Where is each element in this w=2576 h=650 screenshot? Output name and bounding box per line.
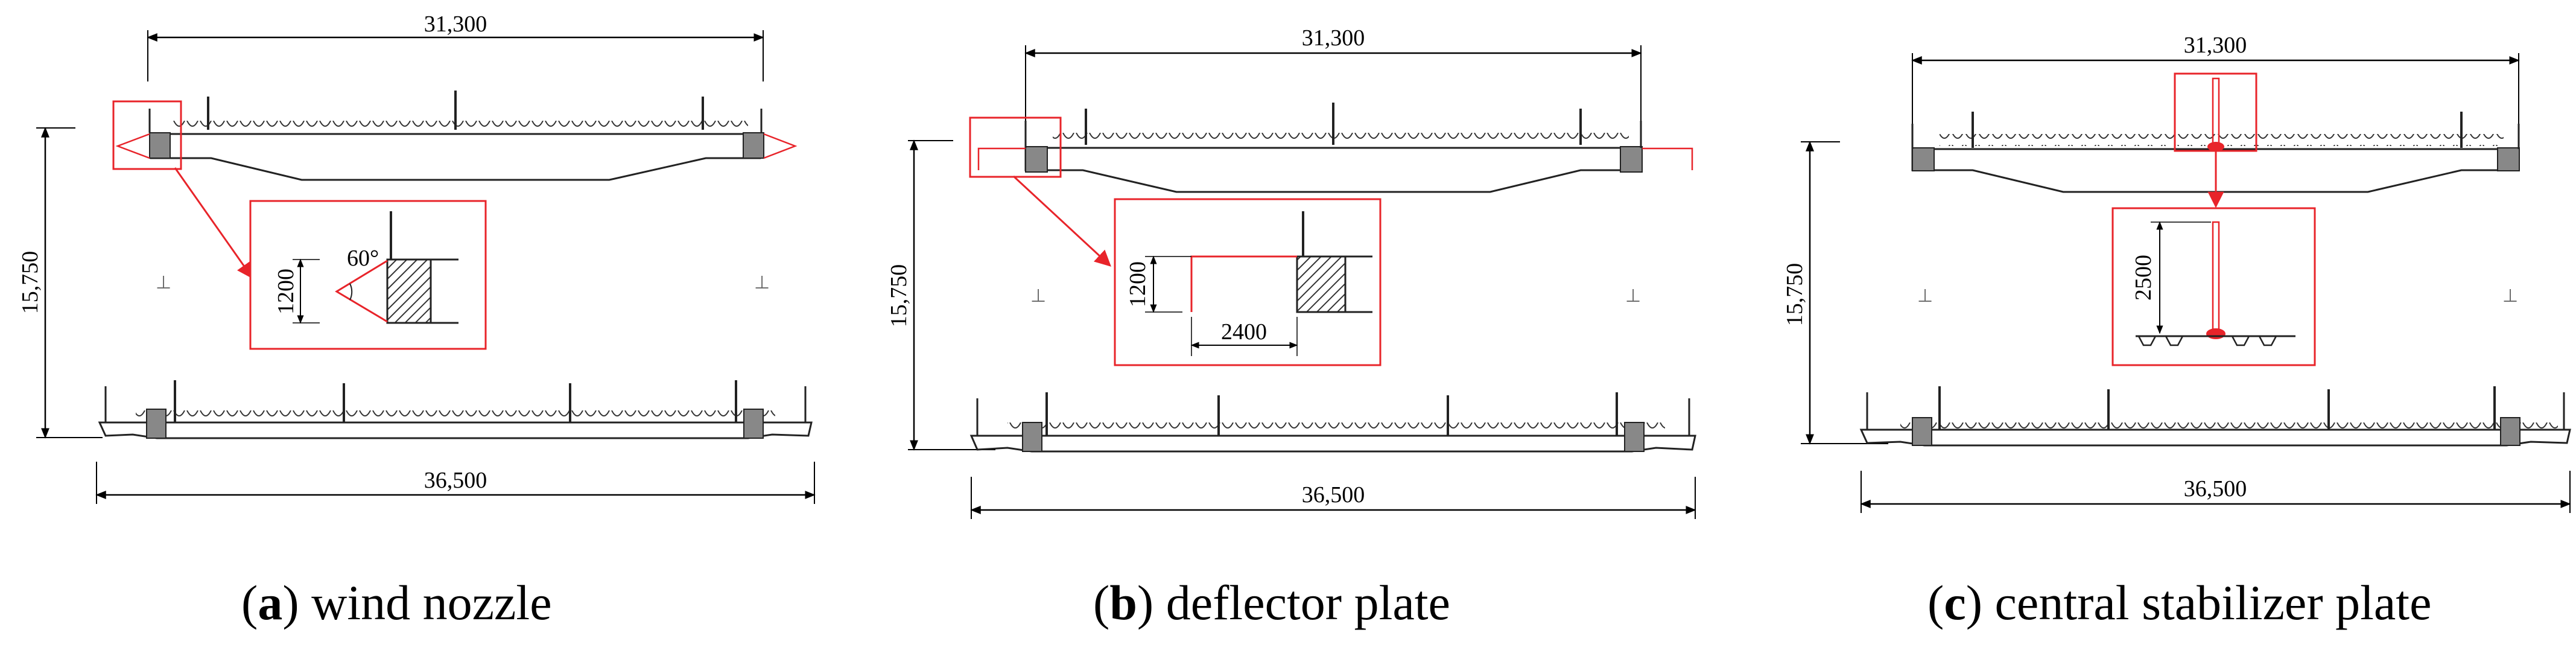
- panel-c-top-width: 31,300: [2184, 33, 2247, 58]
- panel-c-detail: 2500: [2111, 207, 2316, 366]
- panel-b-detail-width: 2400: [1221, 319, 1267, 345]
- panel-c-upper-deck: [1911, 77, 2520, 193]
- svg-text:⊥: ⊥: [1625, 286, 1641, 306]
- panel-c-lower-deck: [1859, 386, 2571, 447]
- panel-b-detail-height: 1200: [1125, 261, 1150, 307]
- panel-a-bottom-width: 36,500: [424, 468, 487, 493]
- caption-b-text: deflector plate: [1166, 575, 1450, 630]
- panel-a: 31,300 15,750 ⊥ ⊥: [17, 11, 816, 504]
- caption-b: (b) deflector plate: [1093, 575, 1450, 630]
- panel-b-top-width: 31,300: [1302, 25, 1365, 51]
- panel-b-bottom-width: 36,500: [1302, 482, 1365, 508]
- svg-text:⊥: ⊥: [156, 273, 171, 293]
- panel-b-height: 15,750: [886, 264, 912, 328]
- panel-a-top-width: 31,300: [424, 11, 487, 37]
- panel-c-detail-height: 2500: [2131, 255, 2156, 301]
- caption-c-letter: c: [1944, 575, 1966, 630]
- panel-c-height: 15,750: [1782, 263, 1807, 327]
- svg-text:⊥: ⊥: [2502, 286, 2518, 306]
- panel-c-bottom-width: 36,500: [2184, 476, 2247, 502]
- panel-a-height: 15,750: [17, 251, 43, 314]
- panel-a-lower-deck: [98, 380, 813, 439]
- panel-b: 31,300 15,750 ⊥ ⊥: [886, 25, 1696, 519]
- caption-b-letter: b: [1109, 575, 1137, 630]
- caption-c-text: central stabilizer plate: [1994, 575, 2432, 630]
- panel-a-upper-deck: [115, 91, 798, 181]
- svg-text:⊥: ⊥: [1030, 286, 1046, 306]
- panel-b-upper-deck: [977, 103, 1693, 193]
- panel-a-detail: 60° 1200: [249, 200, 487, 350]
- caption-a-text: wind nozzle: [311, 575, 552, 630]
- panel-b-lower-deck: [969, 392, 1696, 453]
- caption-c: (c) central stabilizer plate: [1927, 575, 2432, 630]
- caption-a-letter: a: [258, 575, 283, 630]
- caption-a: (a) wind nozzle: [241, 575, 552, 630]
- panel-a-detail-angle: 60°: [347, 246, 379, 271]
- panel-a-detail-height: 1200: [273, 269, 299, 314]
- svg-text:⊥: ⊥: [1917, 286, 1933, 306]
- svg-text:⊥: ⊥: [754, 273, 770, 293]
- panel-c: 31,300 15,750 ⊥ ⊥: [1782, 33, 2571, 513]
- panel-b-detail: 1200 2400: [1114, 198, 1382, 366]
